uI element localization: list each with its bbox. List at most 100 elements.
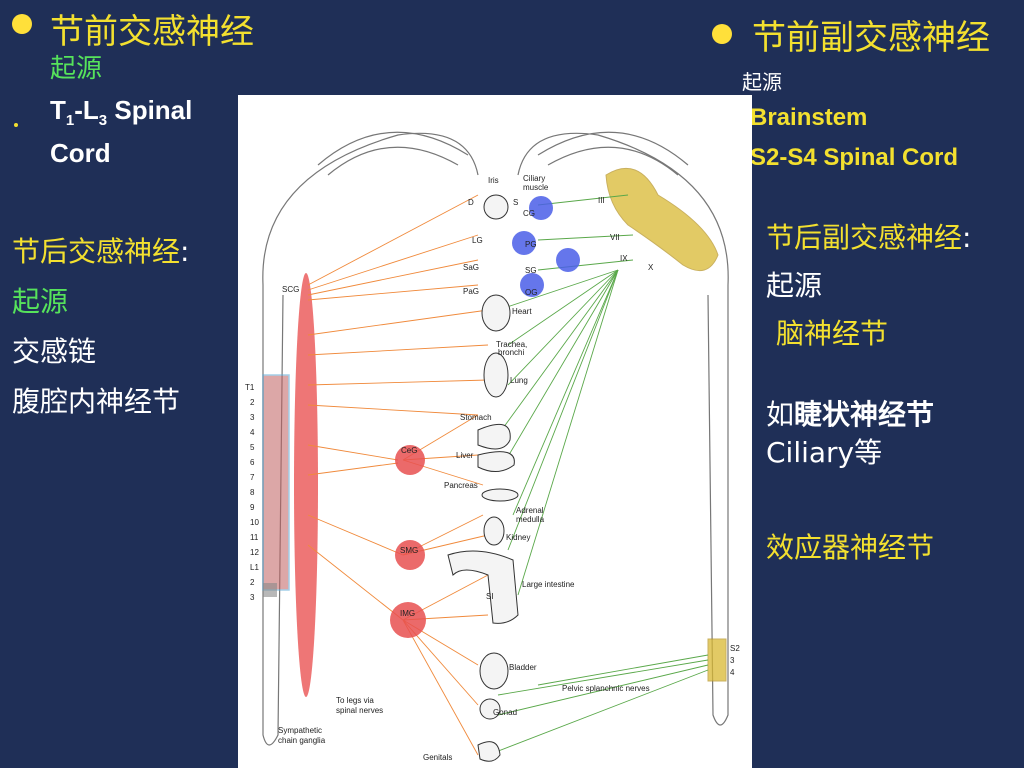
segment-label: 11 — [250, 533, 259, 542]
sym-pre-origin-value: T1-L3 Spinal Cord — [50, 95, 193, 169]
stomach — [477, 423, 511, 450]
para-post-item-effector: 效应器神经节 — [766, 531, 935, 564]
svg-text:Genitals: Genitals — [423, 753, 452, 762]
segment-label: 3 — [250, 593, 255, 602]
sym-post-item-chain: 交感链 — [12, 335, 97, 368]
segment-label: T1 — [245, 383, 255, 392]
superior-mesenteric-ganglion — [395, 540, 425, 570]
svg-text:Sympathetic: Sympathetic — [278, 726, 322, 735]
sympathetic-ganglia — [390, 445, 426, 638]
svg-text:Bladder: Bladder — [509, 663, 537, 672]
sym-pre-title: 节前交感神经 — [50, 12, 254, 52]
lumbar-box — [263, 583, 277, 597]
svg-text:X: X — [648, 263, 654, 272]
svg-text:3: 3 — [730, 656, 735, 665]
pancreas — [481, 488, 519, 502]
svg-text:To legs via: To legs via — [336, 696, 374, 705]
para-pre-item-sacral: S2-S4 Spinal Cord — [750, 144, 959, 171]
segment-label: L1 — [250, 563, 259, 572]
celiac-ganglion — [395, 445, 425, 475]
spinal-segment-box — [262, 374, 290, 591]
svg-text:OG: OG — [525, 288, 537, 297]
svg-text:Large intestine: Large intestine — [522, 580, 575, 589]
svg-text:SMG: SMG — [400, 546, 418, 555]
segment-label: 10 — [250, 518, 259, 527]
svg-text:CeG: CeG — [401, 446, 417, 455]
ciliary-ganglion — [529, 196, 553, 220]
heart — [481, 294, 511, 332]
svg-text:LG: LG — [472, 236, 483, 245]
segment-label: 5 — [250, 443, 255, 452]
para-post-title: 节后副交感神经: — [766, 221, 972, 254]
svg-text:medulla: medulla — [516, 515, 545, 524]
svg-text:SaG: SaG — [463, 263, 479, 272]
svg-text:PG: PG — [525, 240, 537, 249]
segment-label: 4 — [250, 428, 255, 437]
sym-post-origin-label: 起源 — [12, 285, 69, 318]
svg-text:Gonad: Gonad — [493, 708, 517, 717]
svg-text:Liver: Liver — [456, 451, 474, 460]
sacral-highlight — [707, 638, 727, 682]
liver — [477, 451, 515, 472]
parasympathetic-ganglia — [512, 196, 580, 297]
svg-text:PaG: PaG — [463, 287, 479, 296]
inferior-mesenteric-ganglion — [390, 602, 426, 638]
segment-label: 2 — [250, 398, 255, 407]
segment-label: 2 — [250, 578, 255, 587]
sym-pre-origin-bullet — [14, 112, 18, 131]
brainstem-highlight — [605, 167, 719, 272]
organs — [447, 194, 519, 762]
diagram-labels: Iris Ciliary muscle D S CG LG PG SaG SG … — [278, 174, 740, 762]
segment-label: 8 — [250, 488, 255, 497]
svg-text:Trachea,: Trachea, — [496, 340, 527, 349]
sym-pre-origin-label: 起源 — [50, 54, 103, 84]
para-pre-item-brainstem: Brainstem — [750, 104, 868, 131]
svg-text:D: D — [468, 198, 474, 207]
svg-text:S: S — [513, 198, 518, 207]
svg-text:Stomach: Stomach — [460, 413, 492, 422]
para-pre-title: 节前副交感神经 — [752, 18, 990, 58]
svg-text:III: III — [598, 196, 605, 205]
otic-ganglion — [520, 273, 544, 297]
svg-text:4: 4 — [730, 668, 735, 677]
segment-label: 3 — [250, 413, 255, 422]
segment-label: 9 — [250, 503, 255, 512]
svg-text:Ciliary: Ciliary — [523, 174, 545, 183]
sympathetic-fibers — [307, 194, 489, 756]
svg-text:VII: VII — [610, 233, 620, 242]
svg-text:Pelvic splanchnic nerves: Pelvic splanchnic nerves — [562, 684, 650, 693]
pterygopalatine-ganglion — [512, 231, 536, 255]
large-intestine — [447, 550, 519, 624]
sym-pre-bullet — [12, 14, 32, 38]
segment-label: 6 — [250, 458, 255, 467]
segment-label: 12 — [250, 548, 259, 557]
eye — [483, 194, 509, 220]
brain-outline — [262, 131, 729, 746]
svg-text:IMG: IMG — [400, 609, 415, 618]
para-pre-origin-label: 起源 — [742, 70, 782, 94]
para-post-example: 如睫状神经节 Ciliary等 — [766, 398, 935, 469]
genitals — [477, 741, 501, 762]
svg-text:chain ganglia: chain ganglia — [278, 736, 326, 745]
gonad — [479, 698, 501, 720]
svg-text:bronchi: bronchi — [498, 348, 524, 357]
sym-post-item-abdominal: 腹腔内神经节 — [12, 385, 181, 418]
svg-text:Kidney: Kidney — [506, 533, 530, 542]
svg-text:SCG: SCG — [282, 285, 299, 294]
bladder — [479, 652, 509, 690]
para-post-item-cranial: 脑神经节 — [776, 317, 889, 350]
segment-label: 7 — [250, 473, 255, 482]
kidney — [483, 516, 505, 546]
svg-text:SI: SI — [486, 592, 494, 601]
parasympathetic-fibers — [487, 194, 709, 756]
svg-text:Adrenal: Adrenal — [516, 506, 544, 515]
svg-text:Heart: Heart — [512, 307, 532, 316]
para-post-origin-label: 起源 — [766, 269, 823, 302]
svg-text:spinal nerves: spinal nerves — [336, 706, 383, 715]
submandibular-ganglion — [556, 248, 580, 272]
para-pre-bullet — [712, 24, 732, 48]
svg-text:CG: CG — [523, 209, 535, 218]
svg-text:SG: SG — [525, 266, 537, 275]
lung — [483, 352, 509, 398]
